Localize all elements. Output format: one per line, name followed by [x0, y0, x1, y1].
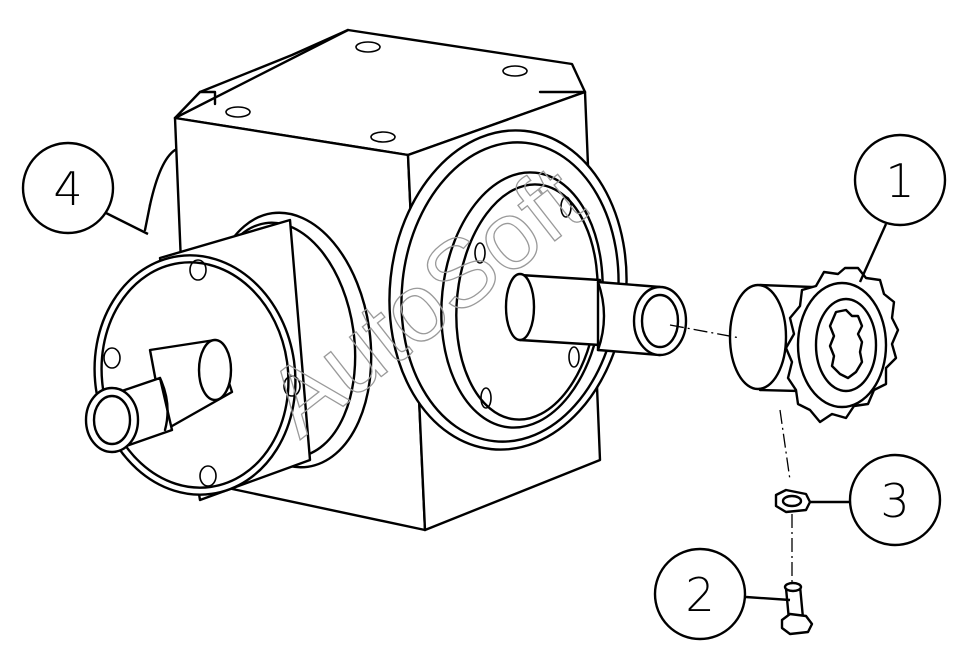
callout-3: 3	[810, 453, 942, 547]
center-lines	[669, 324, 793, 585]
right-output-shaft	[504, 272, 688, 357]
callout-2: 2	[653, 547, 791, 641]
callout-4: 4	[21, 141, 149, 236]
callout-3-label: 3	[880, 474, 909, 528]
left-input-shaft	[84, 338, 234, 454]
nut	[774, 488, 812, 514]
callout-1: 1	[853, 133, 947, 283]
callout-4-label: 4	[53, 162, 82, 216]
callout-2-label: 2	[685, 568, 714, 622]
bolt	[780, 581, 814, 636]
sprocket-assembly	[728, 266, 900, 424]
callout-1-label: 1	[885, 154, 914, 208]
